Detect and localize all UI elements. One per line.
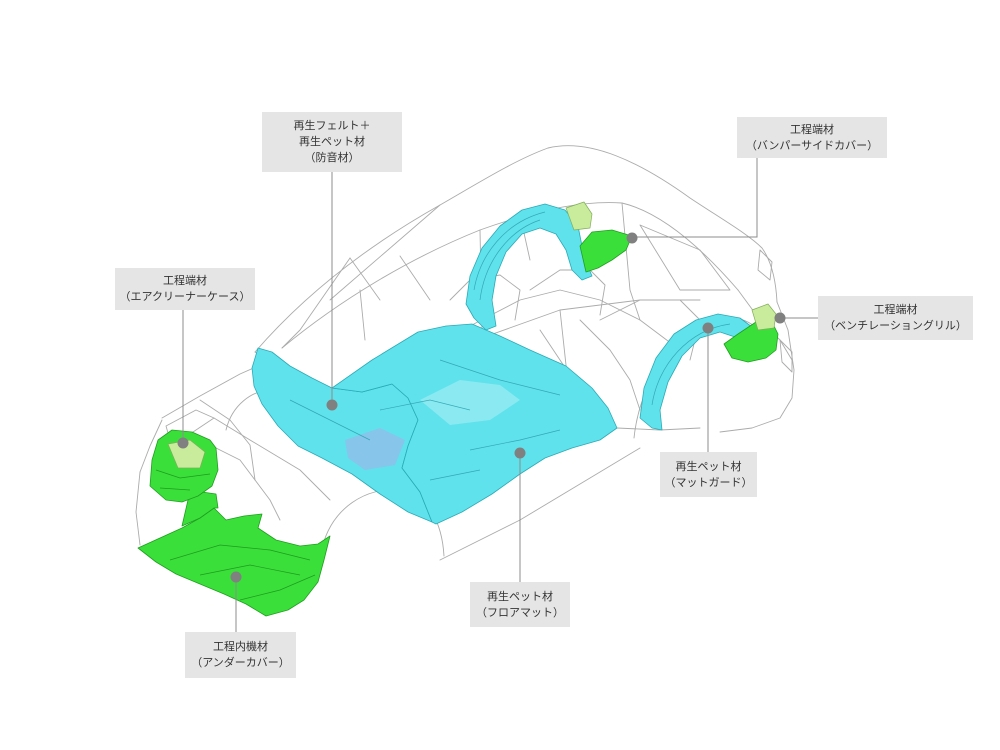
floor-carpet-ribs: [289, 359, 561, 481]
rear-lamp-far: [757, 249, 773, 281]
leader-lines: [182, 158, 818, 632]
under-cover-ribs: [169, 544, 316, 601]
wheel-arch-liner-near-ribs: [651, 323, 731, 406]
seat-frame-front: [449, 274, 521, 321]
leader-bumper-side-cover: [632, 158, 758, 238]
dot-soundproofing: [326, 399, 338, 411]
recycled-pet-parts: [251, 203, 763, 525]
process-scrap-parts: [137, 201, 779, 617]
wheel-arch-liner-far-ribs: [473, 211, 546, 301]
floor-side-far: [469, 289, 681, 351]
callout-line: （アンダーカバー）: [191, 656, 290, 669]
marker-dots: [177, 232, 786, 583]
windshield-frame: [281, 204, 441, 349]
callout-line: 工程内機材: [213, 640, 268, 653]
roof-rear-edge: [547, 145, 778, 303]
dot-floor-mat: [514, 447, 526, 459]
c-pillar-near: [621, 202, 641, 321]
roof-front-edge: [254, 147, 549, 353]
callout-line: 再生ペット材: [487, 589, 553, 603]
quarter-window: [639, 224, 731, 291]
strut-tower: [199, 399, 256, 481]
bumper-side-cover: [579, 229, 633, 273]
floor-carpet: [331, 323, 618, 525]
callout-floor-mat: 再生ペット材 （フロアマット）: [470, 582, 570, 627]
callout-line: （マットガード）: [664, 475, 753, 489]
air-cleaner-ribs: [155, 469, 211, 491]
rear-bumper: [719, 301, 795, 433]
under-cover: [137, 507, 331, 617]
callout-line: 工程端材: [163, 274, 207, 287]
dash-insulator-shadow: [345, 428, 405, 470]
callout-mud-guard: 再生ペット材 （マットガード）: [660, 452, 757, 497]
rocker-sill-near: [439, 447, 641, 561]
callout-soundproofing: 再生フェルト＋ 再生ペット材 （防音材）: [262, 112, 402, 172]
ventilation-grill-bracket: [751, 303, 777, 331]
dot-ventilation-grill: [774, 312, 786, 324]
floor-tunnel-highlight: [420, 380, 520, 425]
engine-bay-line: [199, 439, 281, 521]
dot-air-cleaner-case: [177, 437, 189, 449]
callout-line: 再生ペット材: [299, 135, 365, 148]
callout-line: 再生フェルト＋: [293, 119, 371, 132]
callout-line: 工程端材: [790, 122, 834, 136]
callout-under-cover: 工程内機材 （アンダーカバー）: [185, 632, 296, 678]
callout-line: （防音材）: [304, 151, 360, 164]
callout-ventilation-grill: 工程端材 （ベンチレーショングリル）: [818, 296, 973, 340]
hood-edge: [161, 365, 259, 419]
callout-line: （バンパーサイドカバー）: [745, 138, 879, 152]
wheel-arch-liner-far: [465, 203, 593, 331]
front-bumper: [135, 471, 141, 546]
ventilation-grill: [723, 321, 779, 363]
callout-air-cleaner-case: 工程端材 （エアクリーナーケース）: [115, 268, 255, 310]
callout-line: 再生ペット材: [675, 459, 742, 473]
front-fascia: [139, 419, 163, 473]
bumper-side-cover-bracket: [565, 201, 593, 231]
far-door-line: [359, 289, 366, 341]
callout-line: （ベンチレーショングリル）: [824, 319, 967, 332]
callout-line: （エアクリーナーケース）: [119, 290, 251, 303]
dot-under-cover: [230, 571, 242, 583]
callout-line: 工程端材: [873, 303, 918, 316]
dot-mud-guard: [702, 322, 714, 334]
rear-lamp-near: [779, 339, 793, 373]
front-fender-near: [213, 417, 331, 501]
callout-line: （フロアマット）: [476, 605, 564, 619]
callout-bumper-side-cover: 工程端材 （バンパーサイドカバー）: [737, 117, 887, 158]
seat-frame-middle: [529, 269, 606, 316]
dot-bumper-side-cover: [626, 232, 638, 244]
